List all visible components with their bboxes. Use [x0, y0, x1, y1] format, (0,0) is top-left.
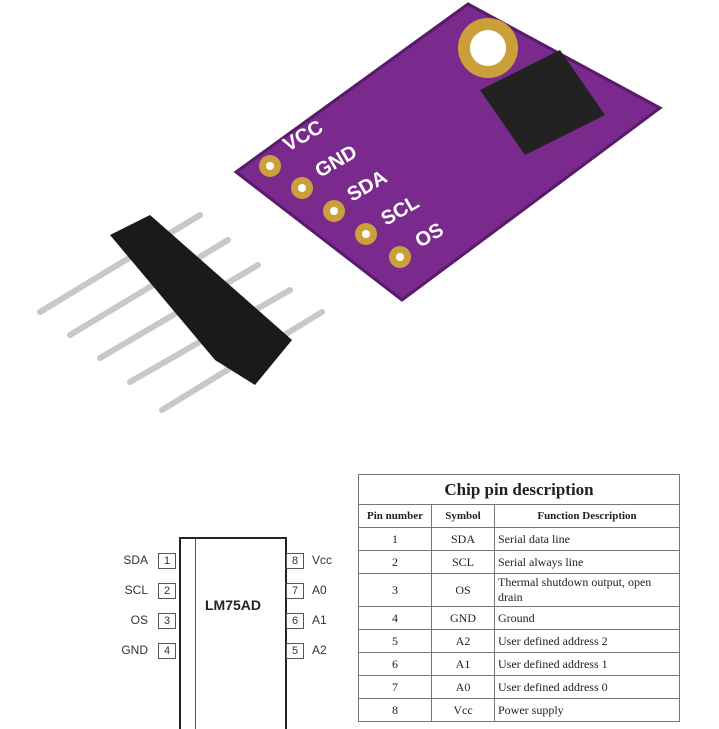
table-title: Chip pin description	[358, 474, 680, 505]
column-header: Function Description	[494, 504, 680, 528]
pin-label: SCL	[124, 583, 148, 597]
pin-number: 8	[286, 553, 304, 569]
pin-number: 7	[286, 583, 304, 599]
column-header: Symbol	[431, 504, 495, 528]
chip-name: LM75AD	[204, 597, 261, 613]
pin-label: GND	[121, 643, 148, 657]
pin-number: 2	[158, 583, 176, 599]
sensor-module-photo: VCC GND SDA SCL OS	[37, 2, 663, 413]
pin-number: 1	[158, 553, 176, 569]
pin-number: 4	[158, 643, 176, 659]
column-header: Pin number	[358, 504, 432, 528]
pin-label: A0	[312, 583, 327, 597]
pin-number: 3	[158, 613, 176, 629]
pin-label: OS	[130, 613, 148, 627]
pin-label: SDA	[123, 553, 148, 567]
pin-number: 6	[286, 613, 304, 629]
pin-label: A2	[312, 643, 327, 657]
chip-body: LM75AD	[179, 537, 287, 729]
pin-label: Vcc	[312, 553, 333, 567]
pin-label: A1	[312, 613, 327, 627]
pin-header	[37, 212, 325, 413]
pin-number: 5	[286, 643, 304, 659]
pcb-board: VCC GND SDA SCL OS	[233, 2, 663, 302]
